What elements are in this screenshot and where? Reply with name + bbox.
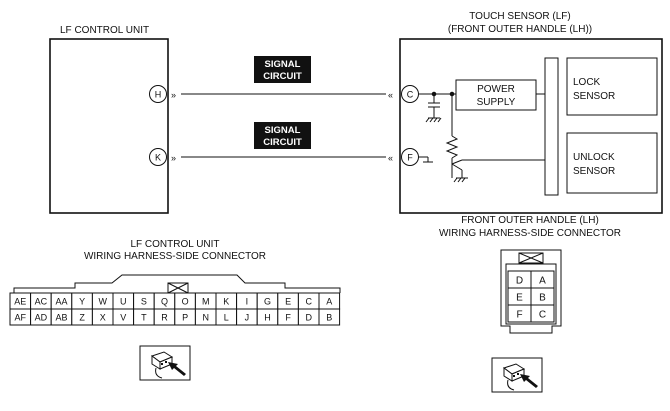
svg-text:SIGNAL: SIGNAL: [265, 125, 301, 136]
lf-connector-pin-label: D: [305, 313, 312, 323]
lf-connector-pin-label: S: [141, 297, 147, 307]
handle-connector-pin-label: B: [539, 293, 546, 304]
lf-connector-pin-label: B: [326, 313, 332, 323]
lock-sensor-label-1: LOCK: [573, 77, 601, 88]
lf-connector-cell: [318, 308, 341, 326]
connector-view-icon: [491, 357, 543, 393]
lf-connector-pin-label: AA: [55, 297, 67, 307]
lf-connector-pin-label: X: [100, 313, 106, 323]
svg-text:CIRCUIT: CIRCUIT: [263, 137, 302, 148]
power-supply-label-1: POWER: [477, 84, 515, 95]
lf-connector-pin-label: AF: [15, 313, 27, 323]
sensor-bus-bar: [544, 57, 559, 196]
lf-connector-pin-label: C: [305, 297, 312, 307]
lf-connector-pin-label: T: [141, 313, 147, 323]
pin-f: F: [401, 148, 419, 166]
lf-connector-pin-label: M: [202, 297, 210, 307]
pin-c: C: [401, 85, 419, 103]
lf-connector-pin-label: E: [285, 297, 291, 307]
lf-connector-title-1: LF CONTROL UNIT: [130, 239, 219, 250]
lf-connector-pin-label: O: [182, 297, 189, 307]
lf-connector-pin-label: Z: [79, 313, 85, 323]
handle-connector-cell: [530, 304, 555, 323]
lf-connector-pin-label: N: [202, 313, 209, 323]
lf-connector-pin-label: AC: [35, 297, 48, 307]
terminal-arrow-k: »: [171, 153, 176, 163]
connector-view-icon: [139, 345, 191, 381]
lf-connector-pin-label: W: [98, 297, 107, 307]
lock-sensor-label-2: SENSOR: [573, 91, 615, 102]
lf-connector-pin-label: A: [326, 297, 332, 307]
power-supply-label-2: SUPPLY: [477, 97, 516, 108]
lf-connector-pin-label: P: [182, 313, 188, 323]
lf-connector-pin-label: AB: [55, 313, 67, 323]
lf-connector-pin-label: J: [245, 313, 250, 323]
control-unit-box: [49, 38, 169, 214]
pin-h: H: [149, 85, 167, 103]
handle-connector-pin-label: C: [539, 310, 546, 321]
pin-k: K: [149, 148, 167, 166]
terminal-arrow-c: «: [388, 90, 393, 100]
lf-connector-pin-label: F: [285, 313, 291, 323]
lf-connector-pin-label: U: [120, 297, 127, 307]
lf-connector-pin-label: H: [264, 313, 271, 323]
unlock-sensor-label-2: SENSOR: [573, 166, 615, 177]
terminal-arrow-h: »: [171, 90, 176, 100]
pin-h-label: H: [155, 90, 162, 100]
lock-sensor-box: [566, 57, 658, 116]
unlock-sensor-label-1: UNLOCK: [573, 152, 615, 163]
pin-k-label: K: [155, 153, 161, 163]
handle-connector-pin-label: A: [539, 276, 546, 287]
handle-connector-title-1: FRONT OUTER HANDLE (LH): [461, 215, 599, 226]
lf-connector-pin-label: K: [223, 297, 229, 307]
signal-circuit-label-1: SIGNAL CIRCUIT: [254, 56, 311, 83]
unlock-sensor-box: [566, 132, 658, 194]
lf-connector-outline: [13, 274, 341, 293]
lf-connector-pin-label: Y: [79, 297, 85, 307]
lf-connector-pin-label: G: [264, 297, 271, 307]
handle-connector-pin-label: E: [516, 293, 523, 304]
handle-connector-title-2: WIRING HARNESS-SIDE CONNECTOR: [439, 228, 621, 239]
handle-connector-pin-label: D: [516, 276, 523, 287]
power-supply-box: [455, 79, 537, 111]
handle-connector-grid: D A E B F C: [507, 270, 555, 323]
lf-connector-grid: AE AC AA Y W U S Q O M K I G E C A AF AD AB Z X V T R P N L J H F D B: [9, 292, 341, 326]
lf-connector-pin-label: I: [246, 297, 249, 307]
control-unit-title: LF CONTROL UNIT: [60, 25, 149, 36]
lf-connector-pin-label: AD: [35, 313, 48, 323]
lf-connector-pin-label: AE: [14, 297, 26, 307]
terminal-arrow-f: «: [388, 153, 393, 163]
lf-connector-pin-label: Q: [161, 297, 168, 307]
sensor-title-line2: (FRONT OUTER HANDLE (LH)): [448, 24, 592, 35]
lf-connector-title-2: WIRING HARNESS-SIDE CONNECTOR: [84, 251, 266, 262]
lf-connector-pin-label: V: [120, 313, 126, 323]
pin-c-label: C: [407, 90, 414, 100]
sensor-title-line1: TOUCH SENSOR (LF): [469, 11, 571, 22]
lf-connector-lock-tab: [167, 282, 189, 294]
svg-text:SIGNAL: SIGNAL: [265, 59, 301, 70]
lf-connector-pin-label: R: [161, 313, 168, 323]
pin-f-label: F: [407, 153, 413, 163]
svg-text:CIRCUIT: CIRCUIT: [263, 71, 302, 82]
sensor-internal-circuit: [418, 91, 545, 183]
handle-connector-pin-label: F: [516, 310, 522, 321]
touch-sensor-box: [399, 38, 663, 214]
lf-connector-pin-label: L: [224, 313, 229, 323]
signal-circuit-label-2: SIGNAL CIRCUIT: [254, 122, 311, 149]
